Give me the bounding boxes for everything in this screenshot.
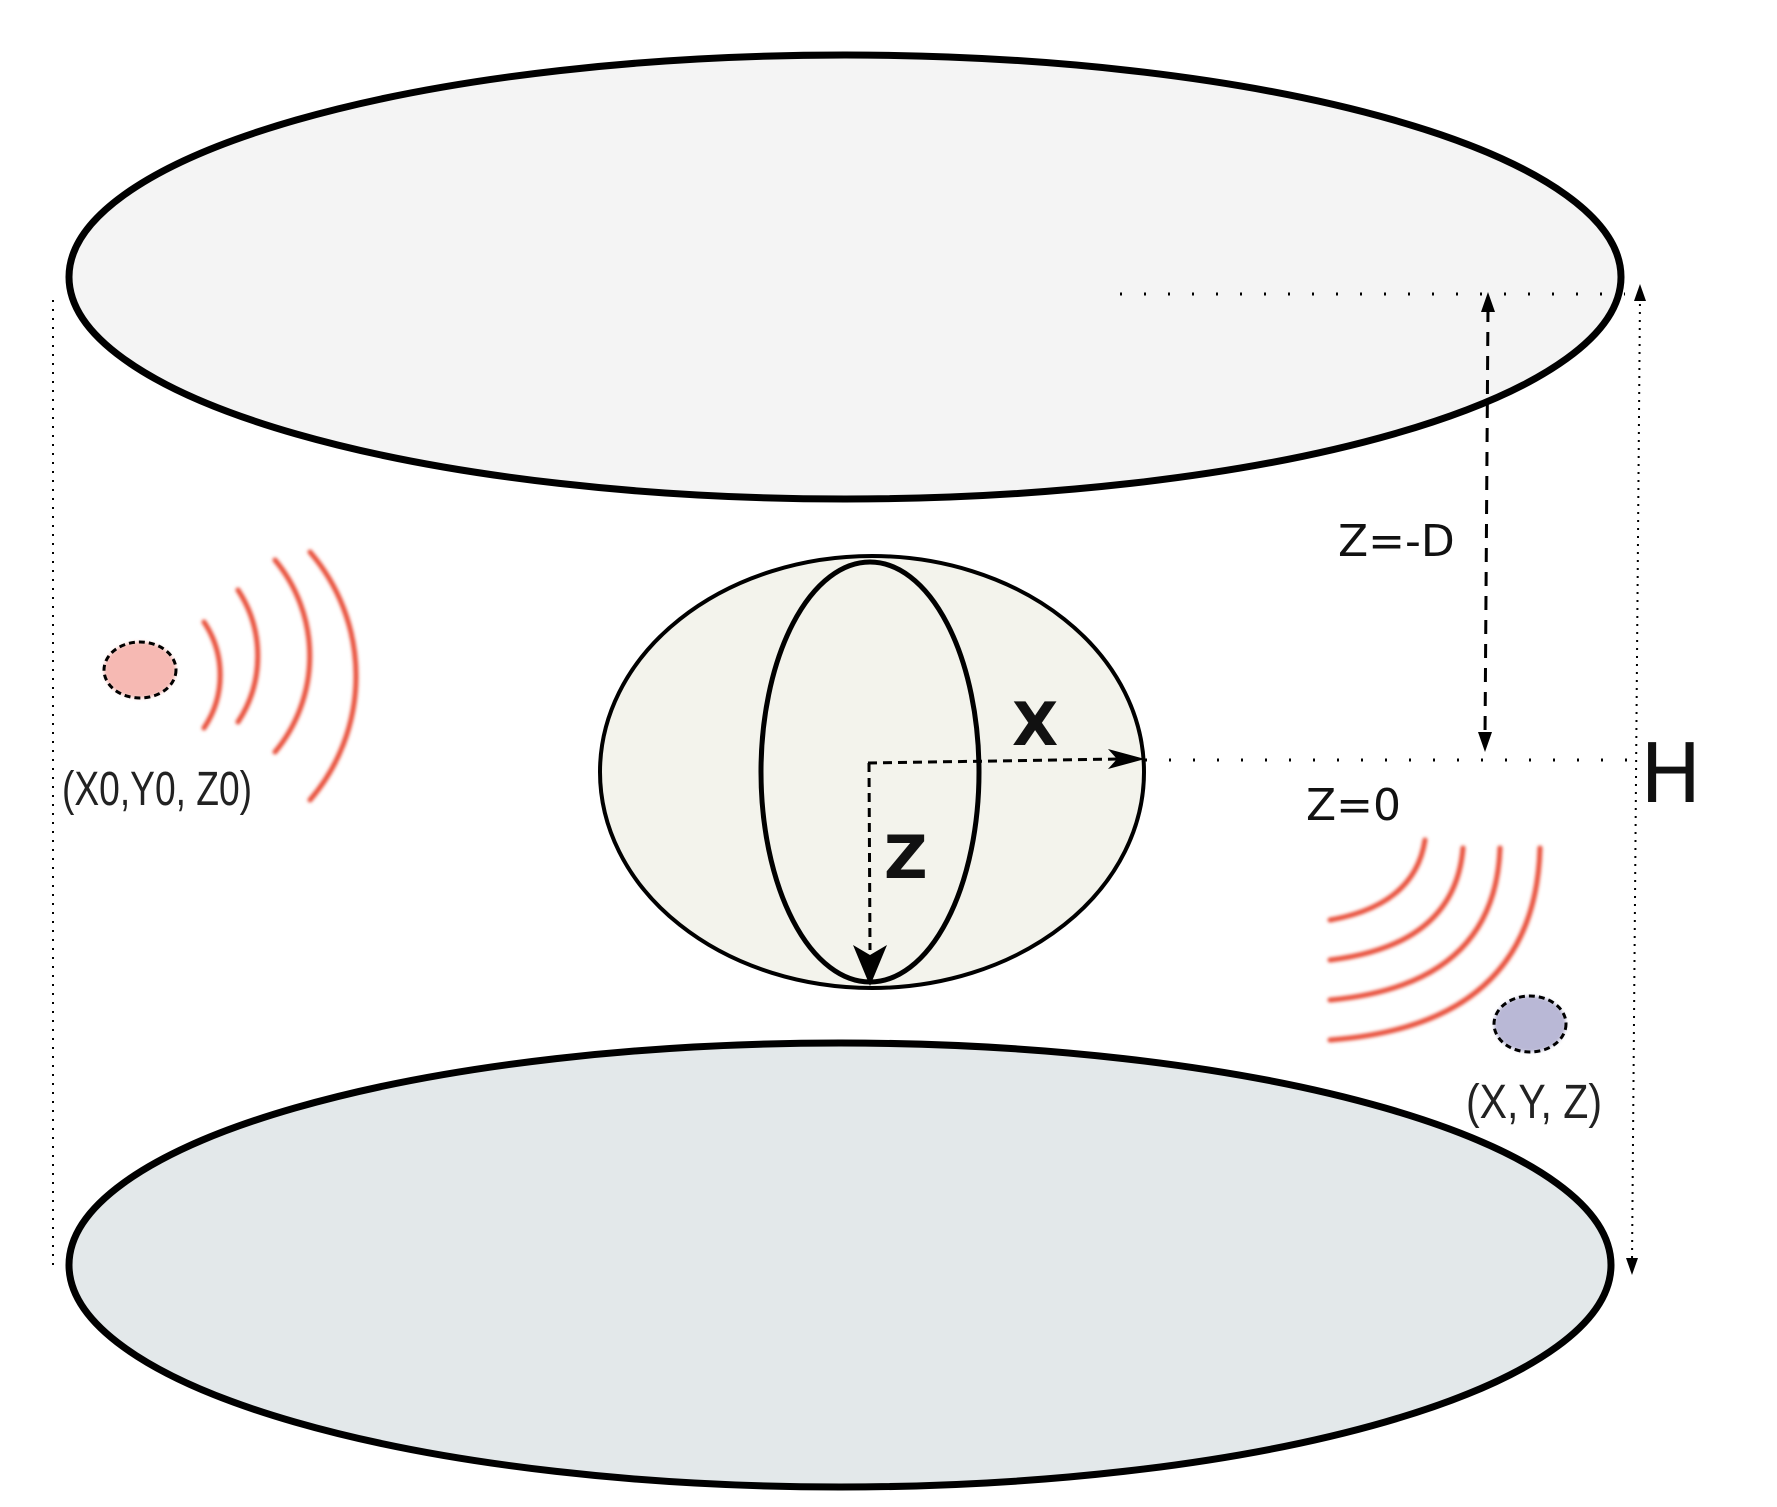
receiver-waves-icon [1327, 837, 1543, 1043]
axis-z-label: Z [884, 823, 928, 893]
receiver-point [1492, 994, 1568, 1054]
axis-x-label: X [1012, 690, 1058, 760]
receiver-coordinates-label: (X,Y, Z) [1466, 1076, 1602, 1129]
z-axis-arrow [853, 762, 887, 986]
top-plate [65, 51, 1625, 503]
source-coordinates-label: (X0,Y0, Z0) [62, 763, 252, 816]
source-waves-icon [201, 549, 359, 803]
z-zero-label: Z=0 [1306, 780, 1401, 831]
source-point [102, 640, 178, 700]
height-dimension [1626, 284, 1646, 1275]
depth-dimension [1478, 292, 1495, 752]
sphere [598, 554, 1146, 990]
z-minus-d-label: Z=-D [1338, 516, 1455, 567]
x-axis-arrow [867, 749, 1145, 769]
height-label: H [1640, 727, 1702, 822]
bottom-plate [65, 1039, 1615, 1491]
